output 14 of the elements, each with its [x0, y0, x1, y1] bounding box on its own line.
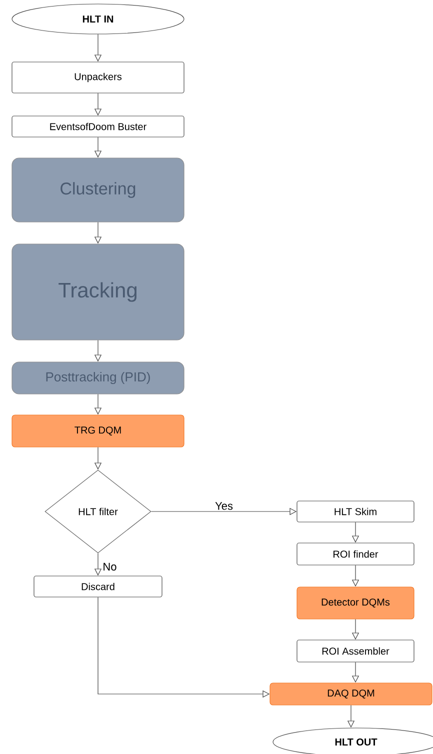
edge-label: Yes [215, 502, 233, 510]
process-box: TRG DQM [12, 414, 184, 448]
process-box: Clustering [12, 158, 184, 222]
process-box: ROI finder [296, 542, 414, 566]
process-box: EventsofDoom Buster [12, 116, 184, 138]
process-box: Detector DQMs [296, 586, 414, 620]
process-box: ROI Assembler [296, 640, 414, 662]
process-box: Discard [34, 576, 162, 598]
process-box: Tracking [12, 244, 184, 340]
edge-label: No [104, 562, 116, 571]
process-box: DAQ DQM [270, 682, 432, 706]
process-box: Unpackers [12, 62, 184, 94]
process-box: Posttracking (PID) [12, 362, 184, 394]
process-box: HLT Skim [296, 500, 414, 522]
